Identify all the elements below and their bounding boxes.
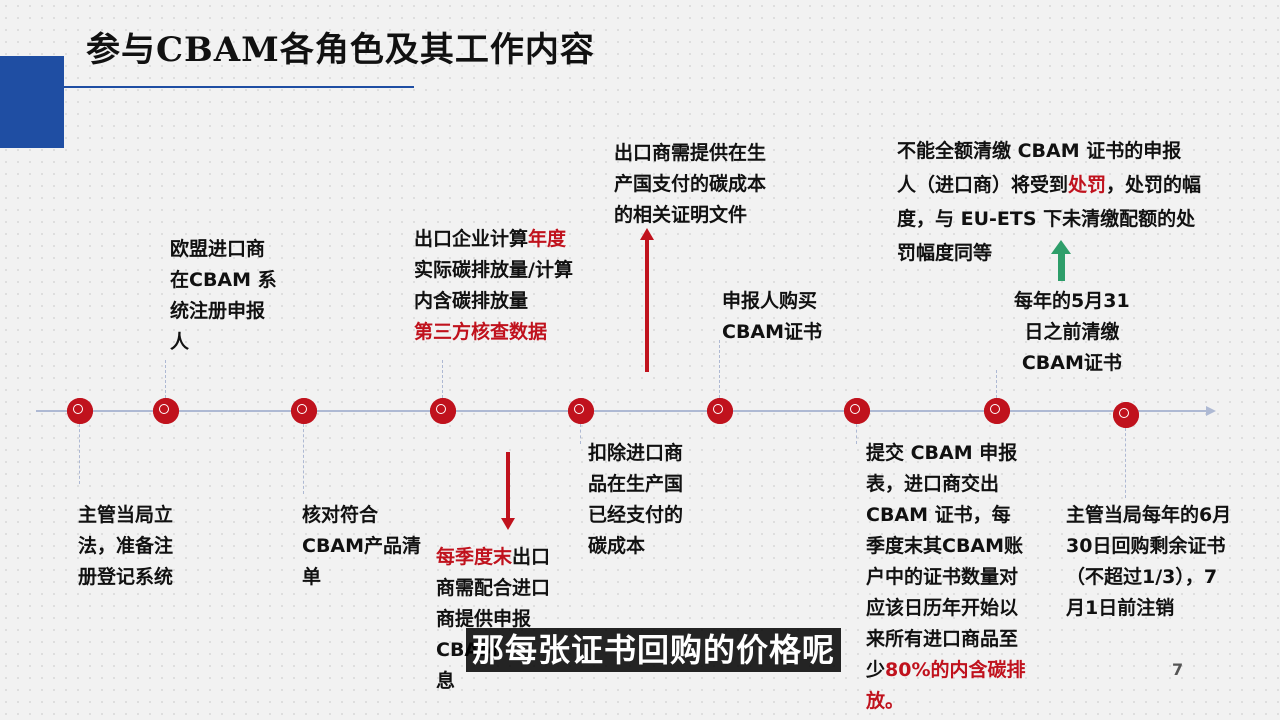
- red-up-arrow-shaft: [645, 238, 649, 372]
- connector: [719, 340, 720, 398]
- submit-declaration-text: 提交 CBAM 申报 表，进口商交出 CBAM 证书，每 季度末其CBAM账 户…: [866, 442, 1026, 712]
- annual-emission-text: 出口企业计算年度 实际碳排放量/计算 内含碳排放量 第三方核查数据: [414, 228, 573, 343]
- title-accent-block: [0, 56, 64, 148]
- timeline-node: [153, 398, 179, 424]
- timeline-node: [67, 398, 93, 424]
- june30-buyback-text: 主管当局每年的6月 30日回购剩余证书 （不超过1/3），7 月1日前注销: [1066, 504, 1232, 619]
- quarterly-exporter-text: 每季度末出口 商需配合进口 商提供申报 CBAM 息: [436, 546, 551, 692]
- video-subtitle: 那每张证书回购的价格呢: [466, 628, 842, 672]
- timeline-node: [568, 398, 594, 424]
- connector: [856, 424, 857, 444]
- connector: [1125, 428, 1126, 498]
- may31-text: 每年的5月31 日之前清缴 CBAM证书: [1014, 290, 1130, 374]
- buy-certificate-text: 申报人购买 CBAM证书: [722, 290, 823, 343]
- eu-register-text: 欧盟进口商 在CBAM 系 统注册申报 人: [170, 238, 277, 353]
- timeline-node: [430, 398, 456, 424]
- timeline-node: [844, 398, 870, 424]
- red-up-arrow-icon: [640, 228, 654, 240]
- exporter-proof-text: 出口商需提供在生 产国支付的碳成本 的相关证明文件: [614, 142, 767, 226]
- connector: [79, 424, 80, 484]
- title-underline: [64, 86, 414, 88]
- red-down-arrow-icon: [501, 518, 515, 530]
- red-down-arrow-shaft: [506, 452, 510, 520]
- timeline-axis: [36, 410, 1206, 412]
- deduct-cost-text: 扣除进口商 品在生产国 已经支付的 碳成本: [588, 442, 684, 557]
- timeline-node: [984, 398, 1010, 424]
- verify-products-text: 核对符合 CBAM产品清 单: [302, 504, 422, 588]
- connector: [580, 424, 581, 444]
- page-title: 参与CBAM各角色及其工作内容: [86, 30, 595, 70]
- timeline-node: [1113, 402, 1139, 428]
- page-number: 7: [1172, 660, 1184, 679]
- connector: [442, 360, 443, 398]
- connector: [996, 370, 997, 398]
- connector: [165, 360, 166, 398]
- connector: [303, 424, 304, 494]
- green-up-arrow-shaft: [1058, 253, 1065, 281]
- timeline-node: [707, 398, 733, 424]
- timeline-arrow-icon: [1206, 406, 1216, 416]
- timeline-node: [291, 398, 317, 424]
- authority-legislate-text: 主管当局立 法，准备注 册登记系统: [78, 504, 174, 588]
- penalty-text: 不能全额清缴 CBAM 证书的申报 人（进口商）将受到处罚，处罚的幅 度，与 E…: [897, 140, 1202, 264]
- green-up-arrow-icon: [1051, 240, 1071, 254]
